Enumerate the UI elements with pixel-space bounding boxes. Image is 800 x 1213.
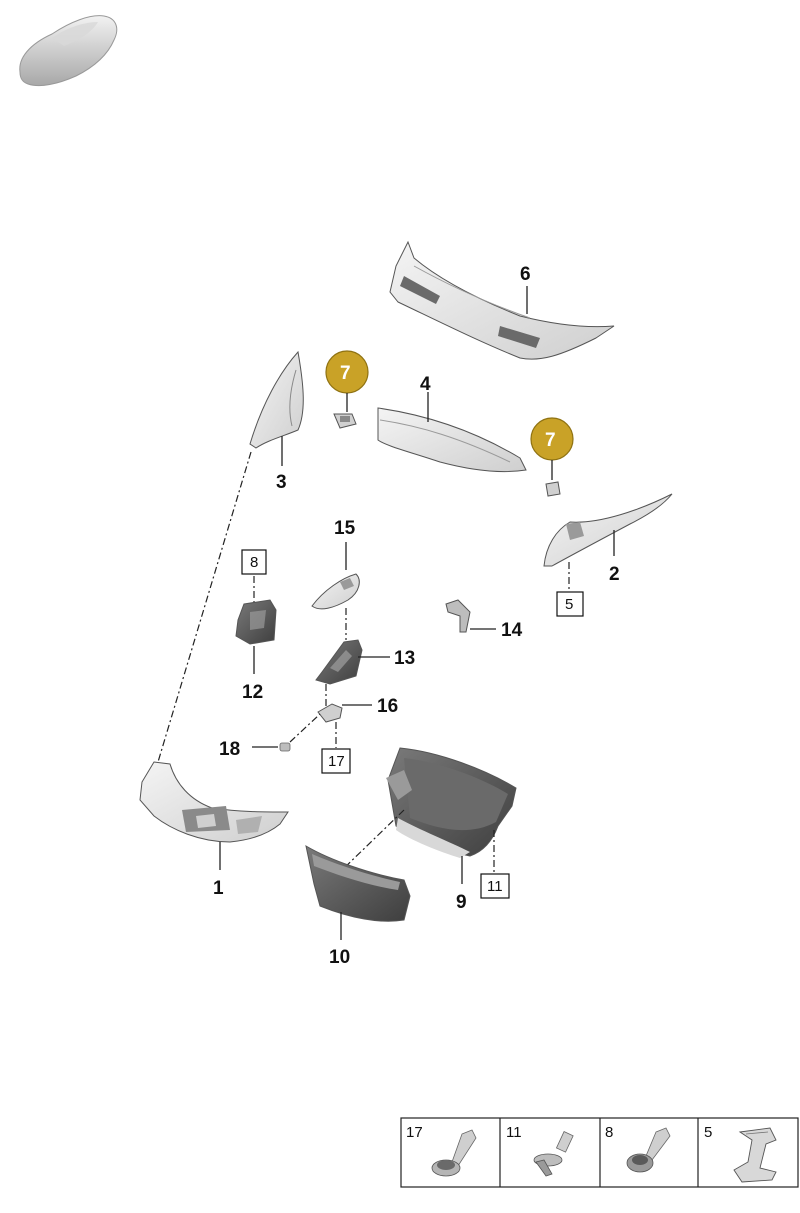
badge-7-right: 7 xyxy=(530,417,574,461)
boxed-ref-17-label: 17 xyxy=(328,753,345,770)
part-14-bracket xyxy=(445,599,471,633)
part-2-a-pillar-trim-right xyxy=(543,493,673,567)
legend-label-8: 8 xyxy=(605,1124,613,1141)
callout-6: 6 xyxy=(520,264,531,285)
part-10-cover xyxy=(305,845,411,922)
part-1-lower-trim-panel xyxy=(139,761,289,843)
part-4-windshield-lower-trim xyxy=(377,407,527,473)
callout-10: 10 xyxy=(329,947,350,968)
callout-18: 18 xyxy=(219,739,240,760)
callout-9: 9 xyxy=(456,892,467,913)
callout-14: 14 xyxy=(501,620,523,641)
boxed-ref-8-label: 8 xyxy=(250,554,258,571)
part-7-clip-left xyxy=(333,413,357,429)
boxed-ref-11 xyxy=(480,873,510,899)
screw-flanged-icon xyxy=(431,1129,477,1177)
part-18-fastener xyxy=(279,742,291,752)
callout-12: 12 xyxy=(242,682,263,703)
callout-16: 16 xyxy=(377,696,398,717)
callout-1: 1 xyxy=(213,878,224,899)
expanding-rivet-icon xyxy=(533,1131,574,1177)
screw-pan-head-icon xyxy=(626,1127,671,1173)
part-6-cowl-panel xyxy=(389,240,615,360)
legend-label-11: 11 xyxy=(506,1124,522,1141)
legend-label-17: 17 xyxy=(406,1124,423,1141)
part-3-a-pillar-trim-left xyxy=(249,350,304,449)
fastener-legend: 17 11 8 5 xyxy=(400,1117,799,1188)
part-12-bracket xyxy=(235,599,277,645)
part-7-clip-right xyxy=(545,481,561,497)
callout-4: 4 xyxy=(420,374,431,395)
boxed-ref-17 xyxy=(321,748,351,774)
car-silhouette-icon xyxy=(19,15,118,87)
boxed-ref-5-label: 5 xyxy=(565,596,573,613)
boxed-ref-11-label: 11 xyxy=(487,878,503,895)
callout-15: 15 xyxy=(334,518,356,539)
callout-13: 13 xyxy=(394,648,415,669)
part-16-clip xyxy=(317,703,343,723)
part-9-storage-tray xyxy=(386,747,517,858)
callout-2: 2 xyxy=(609,564,620,585)
part-13-bracket xyxy=(315,639,363,685)
callout-7-right: 7 xyxy=(545,430,556,451)
callout-3: 3 xyxy=(276,472,287,493)
legend-label-5: 5 xyxy=(704,1124,712,1141)
badge-7-left: 7 xyxy=(325,350,369,394)
boxed-ref-8 xyxy=(241,549,267,575)
spring-clip-icon xyxy=(733,1127,777,1183)
callout-7-left: 7 xyxy=(340,363,351,384)
part-15-cover xyxy=(311,573,360,610)
boxed-ref-5 xyxy=(556,591,584,617)
